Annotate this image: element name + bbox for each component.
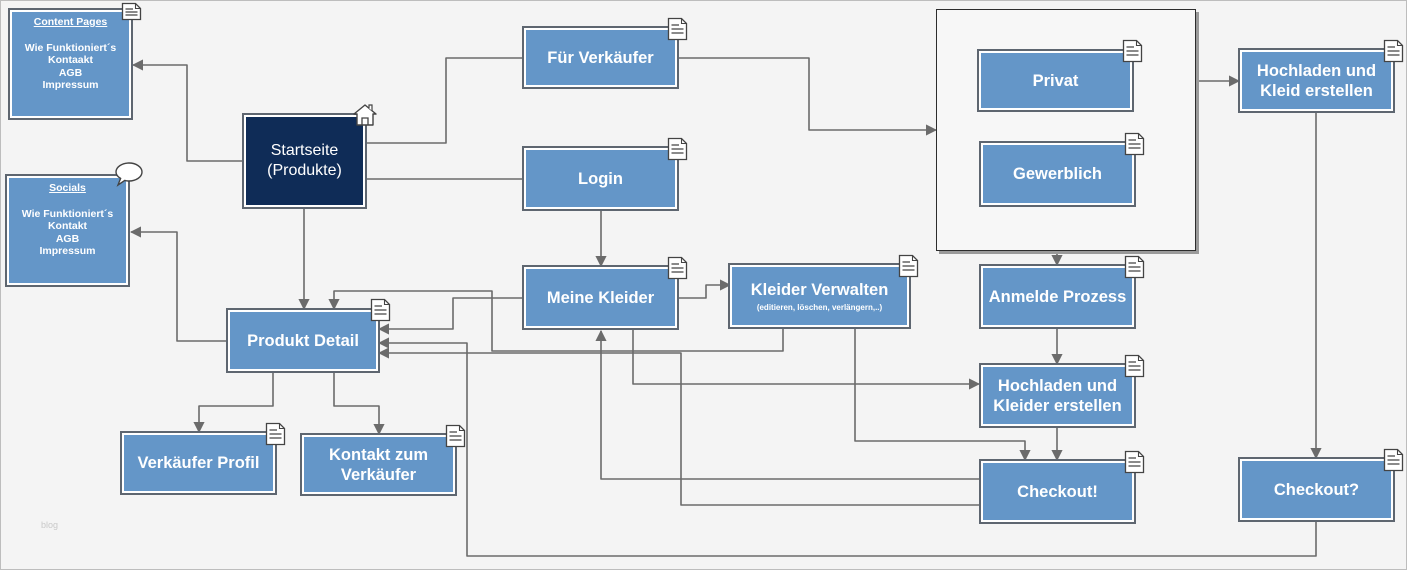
content-pages-item[interactable]: Kontaakt [48, 54, 93, 66]
connector-start-content [131, 59, 244, 162]
document-icon [1124, 255, 1145, 279]
connector-start-verkaeufer [366, 57, 524, 144]
connector-verwalten-detail [328, 290, 784, 352]
verkaeufer-profil-label: Verkäufer Profil [137, 454, 260, 472]
gewerblich-label: Gewerblich [1013, 165, 1102, 183]
socials-item[interactable]: Wie Funktioniert´s [21, 207, 114, 220]
verkaeufer-profil-node[interactable]: Verkäufer Profil [120, 431, 277, 495]
socials-item[interactable]: Kontakt [47, 220, 88, 232]
checkout-question-label: Checkout? [1273, 480, 1360, 499]
gewerblich-node[interactable]: Gewerblich [979, 141, 1136, 207]
kontakt-verkaeufer-node[interactable]: Kontakt zum Verkäufer [300, 433, 457, 496]
kontakt-verkaeufer-label: Kontakt zum [329, 445, 428, 464]
startseite-label: Startseite [270, 142, 339, 159]
document-icon [667, 17, 688, 41]
privat-label: Privat [1032, 71, 1079, 90]
socials-box[interactable]: Socials Wie Funktioniert´s Kontakt AGB I… [5, 174, 130, 287]
house-icon [352, 102, 378, 128]
hochladen-kleid-sublabel: Kleid erstellen [1260, 81, 1373, 100]
fuer-verkaeufer-node[interactable]: Für Verkäufer [522, 26, 679, 89]
checkout-label: Checkout! [1017, 482, 1098, 501]
document-icon [667, 256, 688, 280]
document-icon [265, 422, 286, 446]
connector-detail-socials [129, 226, 228, 342]
document-icon [1124, 450, 1145, 474]
meine-kleider-label: Meine Kleider [546, 288, 655, 307]
document-icon [1124, 132, 1145, 156]
connector-checkout-meine [595, 329, 979, 480]
content-pages-title[interactable]: Content Pages [33, 16, 108, 28]
hochladen-kleider-label: Hochladen und [997, 376, 1118, 395]
connector-detail-kontakt [333, 372, 385, 436]
connector-meine-detail [377, 297, 524, 335]
connector-detail-profil [193, 372, 274, 434]
content-pages-item[interactable]: Impressum [42, 79, 99, 91]
kontakt-verkaeufer-sublabel: Verkäufer [340, 465, 417, 484]
watermark: blog [41, 520, 59, 530]
hochladen-kleider-node[interactable]: Hochladen und Kleider erstellen [979, 363, 1136, 428]
document-icon [445, 424, 466, 448]
document-icon [370, 298, 391, 322]
content-pages-box[interactable]: Content Pages Wie Funktioniert´s Kontaak… [8, 8, 133, 120]
document-icon [1383, 448, 1404, 472]
socials-item[interactable]: Impressum [39, 245, 96, 257]
connector-verwalten-checkout [854, 328, 1031, 462]
content-pages-item[interactable]: Wie Funktioniert´s [24, 41, 117, 54]
socials-item[interactable]: AGB [55, 232, 80, 245]
produkt-detail-node[interactable]: Produkt Detail [226, 308, 380, 373]
document-icon [898, 254, 919, 278]
connector-checkout-detail [377, 347, 979, 506]
socials-title[interactable]: Socials [49, 182, 86, 194]
hochladen-kleid-node[interactable]: Hochladen und Kleid erstellen [1238, 48, 1395, 113]
document-icon [1124, 354, 1145, 378]
content-pages-item[interactable]: AGB [58, 66, 83, 79]
anmelde-prozess-node[interactable]: Anmelde Prozess [979, 264, 1136, 329]
startseite-node[interactable]: Startseite (Produkte) [242, 113, 367, 209]
meine-kleider-node[interactable]: Meine Kleider [522, 265, 679, 330]
fuer-verkaeufer-label: Für Verkäufer [547, 48, 654, 67]
kleider-verwalten-label: Kleider Verwalten [750, 280, 889, 299]
speech-bubble-icon [114, 161, 144, 187]
connector-meine-hochladen [632, 329, 981, 390]
anmelde-prozess-label: Anmelde Prozess [988, 287, 1127, 306]
checkout-question-node[interactable]: Checkout? [1238, 457, 1395, 522]
document-icon [1383, 39, 1404, 63]
connector-meine-verwalten [678, 279, 732, 299]
login-label: Login [578, 169, 623, 188]
document-icon [121, 2, 142, 21]
login-node[interactable]: Login [522, 146, 679, 211]
document-icon [1122, 39, 1143, 63]
document-icon [667, 137, 688, 161]
produkt-detail-label: Produkt Detail [247, 331, 359, 350]
kleider-verwalten-node[interactable]: Kleider Verwalten (editieren, löschen, v… [728, 263, 911, 329]
connector-checkout2-detail [377, 337, 1317, 557]
kleider-verwalten-sublabel: (editieren, löschen, verlängern,..) [756, 302, 883, 312]
startseite-sublabel: (Produkte) [267, 162, 342, 179]
privat-node[interactable]: Privat [977, 49, 1134, 112]
checkout-node[interactable]: Checkout! [979, 459, 1136, 524]
hochladen-kleid-label: Hochladen und [1256, 61, 1377, 80]
hochladen-kleider-sublabel: Kleider erstellen [993, 396, 1122, 415]
connector-verkaeufer-group [678, 57, 938, 136]
seller-type-group [936, 9, 1196, 251]
